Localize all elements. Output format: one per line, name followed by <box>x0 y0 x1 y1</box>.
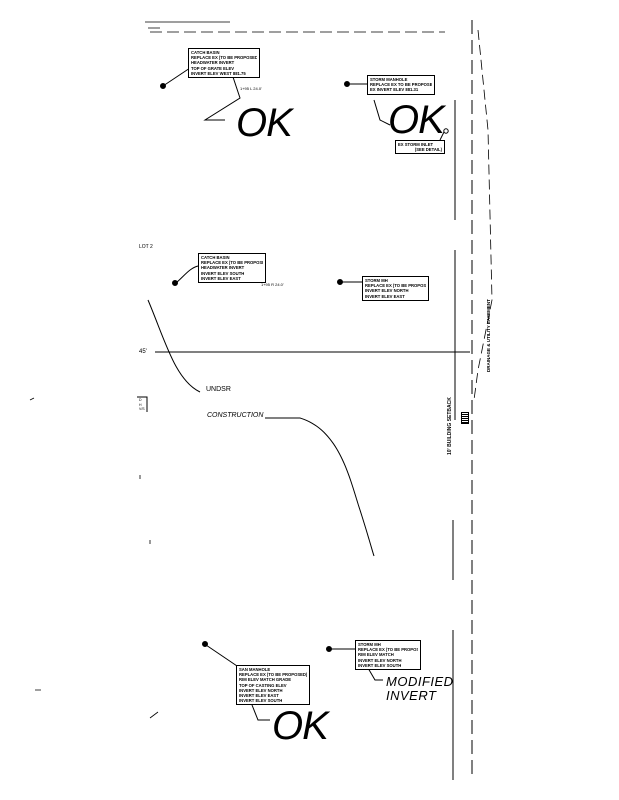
callout-line: INVERT ELEV NORTH <box>365 288 409 294</box>
legend-item: V/S <box>139 407 145 411</box>
callout-line: HEADWATER INVERT <box>191 60 235 66</box>
callout-manhole-1: STORM MANHOLE REPLACE EX TO BE PROPOSED … <box>367 75 435 95</box>
node-7 <box>326 646 332 652</box>
node-4 <box>172 280 178 286</box>
callout-line: RIM ELEV MATCH <box>358 652 394 658</box>
legend-box <box>137 396 148 412</box>
leader-6 <box>205 644 270 721</box>
callout-line: SAN MANHOLE <box>239 667 271 672</box>
node-5 <box>337 279 343 285</box>
callout-line: CATCH BASIN <box>201 255 230 260</box>
node-2 <box>344 81 350 87</box>
callout-line: INVERT ELEV WEST 881.75 <box>191 70 246 76</box>
lot-label: LOT 2 <box>139 244 153 250</box>
legend-item: D <box>139 398 142 402</box>
ok-mark-1: OK <box>236 101 293 145</box>
right-vertical-line <box>452 100 456 780</box>
callout-sanitary-manhole: SAN MANHOLE REPLACE EX (TO BE PROPOSED) … <box>236 665 310 706</box>
callout-line: STORM MH <box>365 278 388 283</box>
callout-line: TOP OF GRATE ELEV <box>191 65 235 71</box>
callout-line: STORM MH <box>358 642 381 647</box>
leader-3 <box>439 131 445 141</box>
invert-label: INVERT <box>386 688 437 703</box>
callout-line: CATCH BASIN <box>191 50 220 55</box>
node-1 <box>160 83 166 89</box>
top-border-line <box>145 21 230 29</box>
callout-catch-basin-2: CATCH BASIN REPLACE EX (TO BE PROPOSED) … <box>198 253 266 284</box>
callout-manhole-3: STORM MH REPLACE EX (TO BE PROPOSED) RIM… <box>355 640 421 671</box>
callout-line: REPLACE EX (TO BE PROPOSED) <box>201 260 263 266</box>
callout-line: REPLACE EX TO BE PROPOSED <box>370 82 432 88</box>
node-6 <box>202 641 208 647</box>
legend-item: H <box>139 402 142 407</box>
leader-7 <box>330 648 383 681</box>
callout-line: STORM MANHOLE <box>370 77 408 82</box>
callout-line: INVERT ELEV SOUTH <box>358 662 402 668</box>
callout-line: INVERT ELEV EAST <box>365 293 405 299</box>
ok-mark-3: OK <box>272 704 329 748</box>
ok-mark-2: OK <box>388 98 445 142</box>
callout-line: REPLACE EX (TO BE PROPOSED) <box>239 672 307 678</box>
curve-construction <box>265 417 375 557</box>
leader-2 <box>350 83 391 126</box>
curve-undsr <box>147 299 201 393</box>
callout-line: INVERT ELEV NORTH <box>358 657 402 663</box>
node-3 <box>443 128 449 134</box>
callout-line: REPLACE EX (TO BE PROPOSED) <box>358 647 418 653</box>
building-setback-label: 10' BUILDING SETBACK <box>447 397 453 455</box>
callout-line: TOP OF CASTING ELEV <box>239 682 287 688</box>
callout-line: HEADWATER INVERT <box>201 265 245 271</box>
callout-line: INVERT ELEV NORTH <box>239 687 283 693</box>
callout-manhole-2: STORM MH REPLACE EX (TO BE PROPOSED) INV… <box>362 276 429 301</box>
dimension-label: 45' <box>139 349 147 355</box>
callout-line: REPLACE EX (TO BE PROPOSED) <box>191 55 257 61</box>
modified-label: MODIFIED <box>386 674 454 689</box>
callout-line: INVERT ELEV EAST <box>239 693 279 699</box>
callout-catch-basin-1: CATCH BASIN REPLACE EX (TO BE PROPOSED) … <box>188 48 260 79</box>
leader-4 <box>175 265 199 284</box>
callout-inlet: EX STORM INLET (SEE DETAIL) <box>395 140 445 155</box>
callout-line: INVERT ELEV EAST <box>201 275 241 281</box>
callout-line: EX INVERT ELEV 881.31 <box>370 87 419 93</box>
callout-line: REPLACE EX (TO BE PROPOSED) <box>365 283 426 289</box>
callout-line: INVERT ELEV SOUTH <box>201 270 245 276</box>
callout-line: EX STORM INLET <box>398 142 434 147</box>
easement-line <box>473 29 493 401</box>
callout-line: RIM ELEV MATCH GRADE <box>239 677 292 683</box>
callout-line: (SEE DETAIL) <box>414 147 442 153</box>
leader-1 <box>162 67 241 121</box>
construction-label: CONSTRUCTION <box>207 412 264 419</box>
station-label-2: 1+95 R 24.0' <box>261 282 284 287</box>
callout-line: INVERT ELEV SOUTH <box>239 698 283 704</box>
station-label-1: 1+95 L 24.0' <box>240 86 262 91</box>
undsr-label: UNDSR <box>206 386 231 393</box>
north-symbol <box>461 412 469 424</box>
easement-label: DRAINAGE & UTILITY EASEMENT <box>486 299 491 372</box>
legend: D H V/S <box>139 398 145 412</box>
stray-marks <box>29 397 159 719</box>
